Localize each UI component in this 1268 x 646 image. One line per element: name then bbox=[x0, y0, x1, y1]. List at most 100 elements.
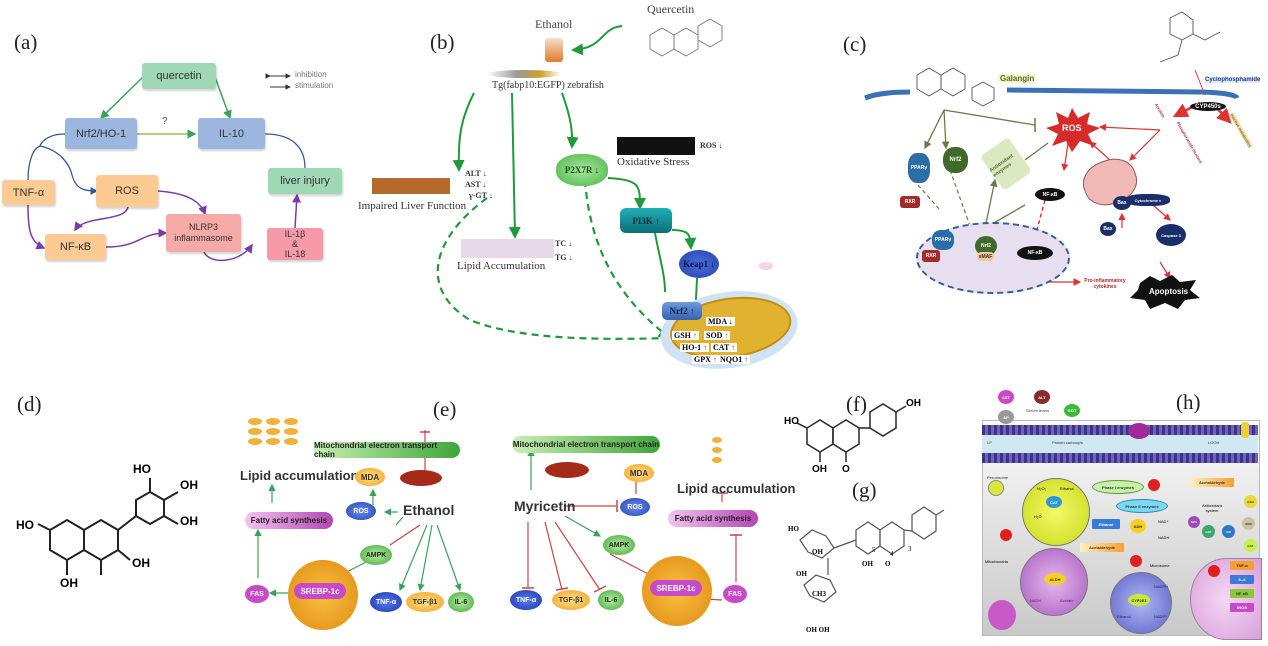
arrow-to-p2x7r bbox=[561, 92, 579, 149]
g-oh-5: OH bbox=[862, 560, 873, 568]
marker-gpx: GPX ↑ bbox=[692, 355, 719, 364]
h-channel bbox=[1241, 422, 1249, 438]
ros-left: ROS bbox=[346, 502, 376, 520]
h-nadp: NADP⁺ bbox=[1154, 614, 1168, 619]
h-radical-2 bbox=[1000, 529, 1012, 541]
membrane-left bbox=[864, 89, 911, 101]
ppar-nucleus-node: PPARγ bbox=[932, 230, 954, 250]
arrow-pi3k-keap1 bbox=[671, 229, 697, 250]
keap1-node: Keap1 ↓ bbox=[679, 250, 719, 278]
node-quercetin: quercetin bbox=[142, 63, 216, 89]
arrow-keap1-nrf2 bbox=[695, 277, 698, 301]
lipid-droplets-right bbox=[712, 437, 722, 467]
marker-sod: SOD ↑ bbox=[704, 331, 731, 340]
h-protein-carbonyls: Protein carbonyls bbox=[1052, 440, 1083, 445]
h-membrane-protein bbox=[1128, 423, 1150, 439]
marker-gsh: GSH ↑ bbox=[672, 331, 699, 340]
panel-a-arrows bbox=[27, 73, 306, 262]
rxr-node: RXR bbox=[900, 196, 920, 208]
cyp450s-node: CYP450s bbox=[1190, 102, 1226, 111]
oxidative-stress-label: Oxidative Stress bbox=[617, 156, 690, 168]
oxidative-stress-image bbox=[617, 137, 695, 155]
tg-down: TG ↓ bbox=[555, 253, 573, 262]
h-nadh: NADH bbox=[1158, 535, 1170, 540]
h-acetaldehyde-top: Acetaldehyde bbox=[1190, 478, 1234, 487]
lipid-accumulation-label: Lipid Accumulation bbox=[457, 260, 546, 272]
dashed-liver-antioxidants bbox=[436, 197, 669, 340]
f-oh-4p: OH bbox=[906, 398, 921, 409]
tgf-left: TGF-β1 bbox=[406, 592, 444, 612]
alt-down: ALT ↓ bbox=[465, 169, 487, 178]
h-nad: NAD⁺ bbox=[1158, 519, 1169, 524]
tgf-right: TGF-β1 bbox=[552, 590, 590, 610]
panel-c-label: (c) bbox=[843, 32, 867, 56]
nfkb-nucleus-node: NF-κB bbox=[1017, 246, 1053, 260]
ethanol-label-e: Ethanol bbox=[403, 502, 455, 518]
g-num-3: 3 bbox=[908, 545, 912, 553]
metc-left: Mitochondrial electron transport chain bbox=[314, 441, 460, 459]
h-microsome: Microsome bbox=[1150, 563, 1170, 568]
node-ros: ROS bbox=[96, 175, 158, 207]
d-oh-bottom: OH bbox=[60, 576, 78, 590]
panel-a-label: (a) bbox=[14, 30, 38, 54]
ampk-right: AMPK bbox=[603, 535, 635, 555]
dashed-p2x7r-nrf2 bbox=[583, 179, 672, 340]
galangin-structure bbox=[916, 67, 995, 107]
srebp-left: SREBP-1c bbox=[294, 583, 346, 599]
arrow-quercetin-ethanol bbox=[571, 25, 623, 56]
h-nucleus bbox=[1190, 558, 1262, 640]
il6-right: IL-6 bbox=[598, 590, 624, 610]
h-lp: LP bbox=[987, 440, 992, 445]
mda-left: MDA bbox=[355, 468, 385, 486]
nrf2-nucleus-node: Nrf2 bbox=[975, 236, 997, 256]
il18-text: IL-18 bbox=[284, 249, 306, 259]
arrow-quercetin-il10 bbox=[214, 76, 232, 120]
cyclophosphamide-structure bbox=[1159, 11, 1221, 63]
myricetin-label: Myricetin bbox=[514, 498, 576, 514]
node-nrf2-ho1: Nrf2/HO-1 bbox=[65, 118, 137, 149]
node-il1b-il18: IL-1β & IL-18 bbox=[267, 228, 323, 260]
ast-down: AST ↓ bbox=[465, 180, 487, 189]
node-liver-injury: liver injury bbox=[268, 168, 342, 194]
arrow-p2x7r-pi3k bbox=[607, 177, 646, 210]
h-ap-node: AP bbox=[998, 410, 1014, 424]
panel-f-label: (f) bbox=[846, 392, 867, 416]
ros-label: ROS bbox=[1062, 123, 1082, 133]
h-phase1-enzymes: Phase I enzymes bbox=[1092, 480, 1144, 494]
quercetin-label: Quercetin bbox=[647, 2, 695, 16]
question-mark: ? bbox=[162, 116, 168, 127]
ros-down: ROS ↓ bbox=[700, 141, 723, 150]
h-sod: SOD bbox=[1242, 517, 1255, 530]
quercetin-structure bbox=[649, 18, 723, 57]
panel-g-label: (g) bbox=[852, 478, 877, 502]
h-ethanol-perox: Ethanol bbox=[1060, 486, 1074, 491]
arrow-nfkb-nlrp3 bbox=[105, 228, 168, 248]
il1b-text: IL-1β bbox=[284, 229, 306, 239]
h-peroxisome-small bbox=[988, 480, 1004, 496]
galangin-label: Galangin bbox=[998, 74, 1037, 83]
fas-left: FAS bbox=[245, 585, 269, 603]
d-ho-left: HO bbox=[16, 518, 34, 532]
h-gpx: GPx bbox=[1188, 516, 1200, 528]
pi3k-node: PI3K ↑ bbox=[620, 208, 672, 233]
ggt-down: γ-GT ↓ bbox=[469, 191, 493, 200]
zebrafish-label: Tg(fabp10:EGFP) zebrafish bbox=[492, 80, 604, 91]
h-peroxisome: Peroxisome bbox=[987, 475, 1009, 480]
h-radical-3 bbox=[1130, 555, 1142, 567]
arrow-nlrp3-il1b bbox=[203, 243, 253, 262]
h-gsh: GSH bbox=[1244, 495, 1257, 508]
arrow-ros-nlrp3 bbox=[157, 190, 207, 216]
arrow-tnf-nfkb bbox=[27, 204, 46, 250]
h-alt-node: ALT bbox=[1034, 390, 1050, 404]
mitochondrion-right bbox=[545, 462, 589, 478]
h-phase2-enzymes: Phase II enzymes bbox=[1116, 499, 1168, 513]
mda-right: MDA bbox=[624, 464, 654, 482]
membrane-top bbox=[982, 425, 1258, 435]
cytochrome-c-node: Cytochrome c bbox=[1126, 194, 1170, 206]
lipid-accumulation-left: Lipid accumulation bbox=[240, 468, 359, 483]
g-oh-b: OH bbox=[796, 570, 807, 578]
h-gr: GR bbox=[1222, 525, 1235, 538]
g-num-5: 5 bbox=[872, 546, 876, 554]
h-nucleus-inos: iNOS bbox=[1230, 603, 1254, 612]
